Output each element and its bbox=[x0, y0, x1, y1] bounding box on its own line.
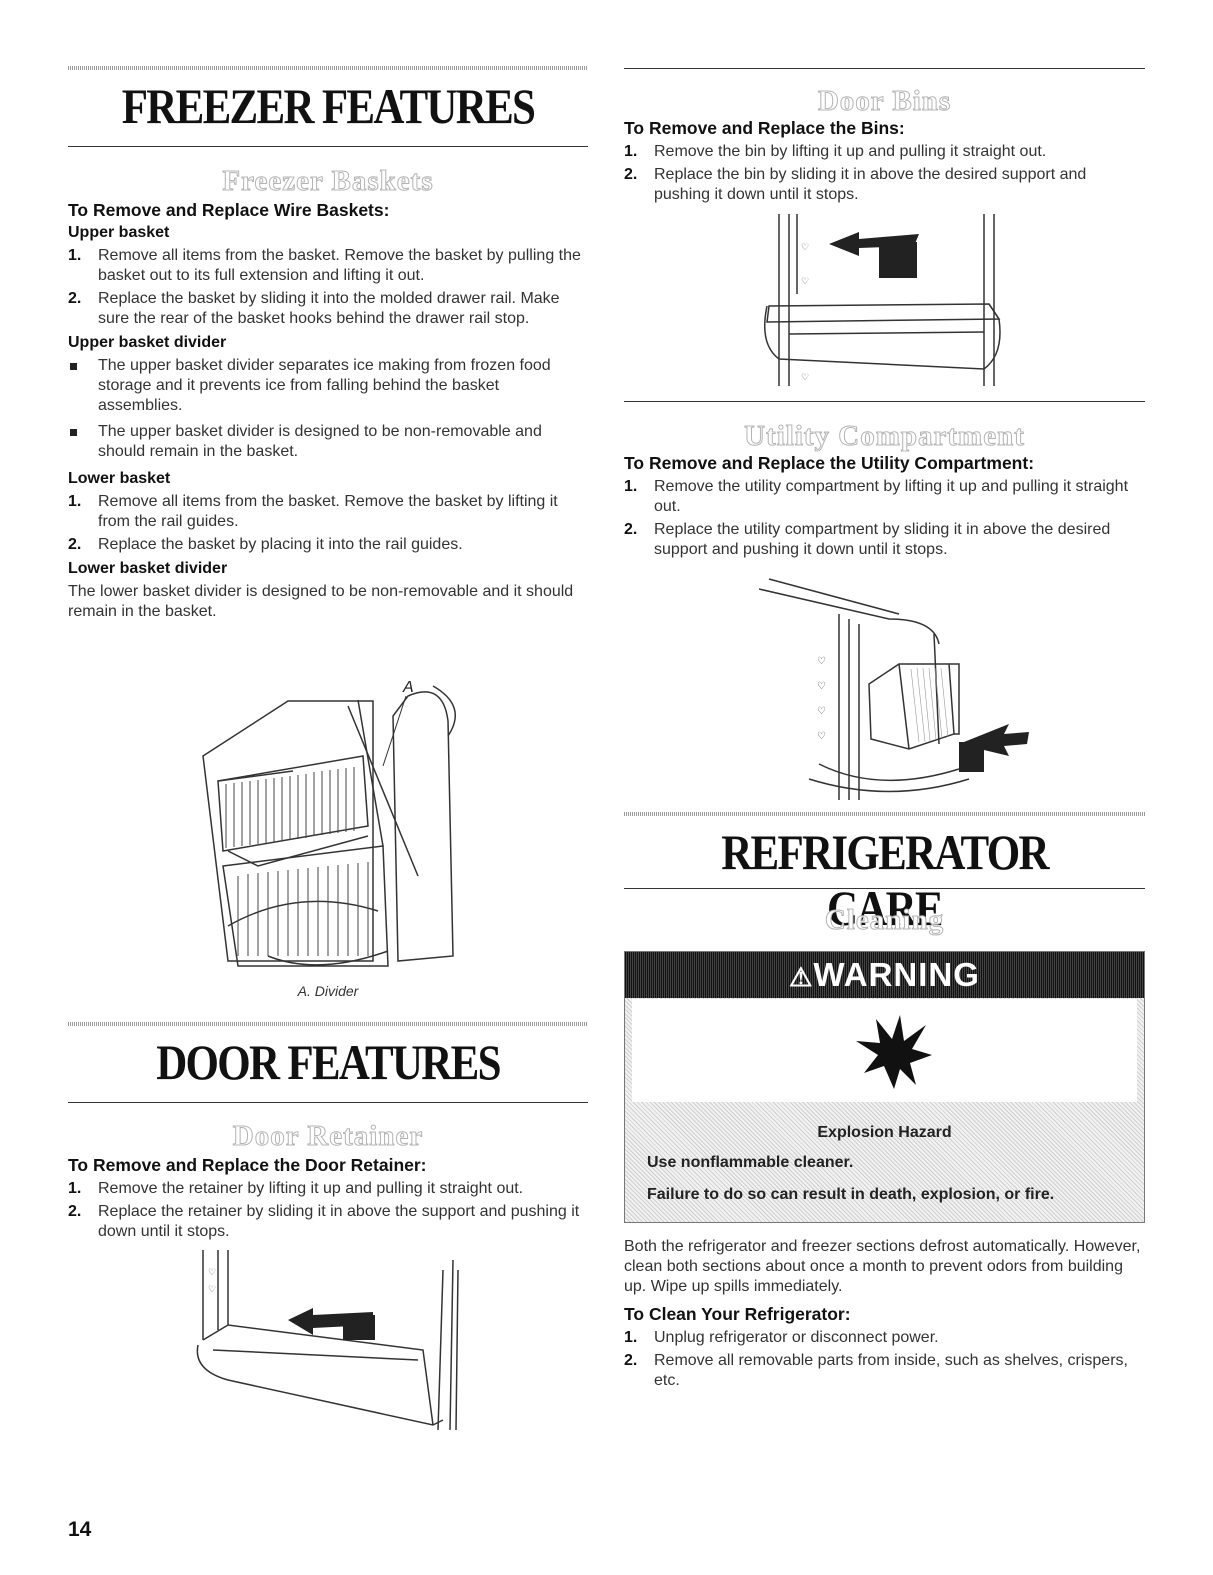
cleaning-subtitle: Cleaning bbox=[824, 904, 945, 937]
list-item: 2.Replace the basket by placing it into … bbox=[68, 536, 463, 553]
list-item: 2.Remove all removable parts from inside… bbox=[624, 1352, 1128, 1389]
clean-steps: 1.Unplug refrigerator or disconnect powe… bbox=[624, 1328, 1145, 1391]
wire-baskets-heading: To Remove and Replace Wire Baskets: bbox=[68, 200, 390, 220]
list-item: 1.Remove all items from the basket. Remo… bbox=[68, 493, 558, 530]
warning-line-2: Failure to do so can result in death, ex… bbox=[647, 1186, 1055, 1203]
svg-text:♡: ♡ bbox=[817, 656, 826, 667]
door-retainer-illustration: ♡ ♡ bbox=[196, 1250, 459, 1431]
door-bins-content: To Remove and Replace the Bins: 1.Remove… bbox=[624, 117, 1145, 208]
door-retainer-heading: To Remove and Replace the Door Retainer: bbox=[68, 1155, 427, 1175]
door-bin-illustration: ♡ ♡ ♡ bbox=[764, 214, 1001, 386]
warning-icon-area bbox=[632, 999, 1137, 1102]
freezer-baskets-subtitle: Freezer Baskets bbox=[222, 165, 434, 198]
list-item: 1.Unplug refrigerator or disconnect powe… bbox=[624, 1329, 939, 1346]
svg-text:♡: ♡ bbox=[801, 242, 809, 252]
section-rule bbox=[624, 888, 1145, 889]
warning-title: ⚠WARNING bbox=[789, 956, 980, 993]
warning-line-1: Use nonflammable cleaner. bbox=[647, 1154, 854, 1171]
upper-divider-bullets: The upper basket divider separates ice m… bbox=[68, 356, 588, 462]
list-item: 1.Remove the retainer by lifting it up a… bbox=[68, 1180, 524, 1197]
door-retainer-steps: 1.Remove the retainer by lifting it up a… bbox=[68, 1179, 588, 1242]
svg-text:♡: ♡ bbox=[817, 681, 826, 692]
list-item: 2.Replace the basket by sliding it into … bbox=[68, 290, 560, 327]
warning-box: ⚠WARNING Explosion Hazard Use nonflammab… bbox=[624, 951, 1145, 1223]
arrow-icon bbox=[288, 1308, 373, 1335]
dotted-divider bbox=[68, 1022, 588, 1026]
list-item: 2.Replace the retainer by sliding it in … bbox=[68, 1203, 580, 1240]
callout-a: A bbox=[402, 679, 414, 696]
freezer-basket-illustration: A bbox=[202, 679, 456, 967]
upper-basket-label: Upper basket bbox=[68, 224, 170, 241]
section-rule bbox=[624, 68, 1145, 69]
arrow-icon bbox=[829, 232, 919, 256]
list-item: The upper basket divider separates ice m… bbox=[68, 356, 588, 416]
door-bins-subtitle: Door Bins bbox=[817, 85, 952, 118]
door-features-title: DOOR FEATURES bbox=[156, 1034, 501, 1090]
freezer-features-title: FREEZER FEATURES bbox=[121, 78, 536, 134]
cleaning-body: Both the refrigerator and freezer sectio… bbox=[624, 1238, 1141, 1295]
warning-triangle-icon: ⚠ bbox=[789, 962, 814, 992]
door-retainer-content: To Remove and Replace the Door Retainer:… bbox=[68, 1154, 588, 1245]
warning-header: ⚠WARNING bbox=[625, 952, 1144, 998]
upper-basket-steps: 1.Remove all items from the basket. Remo… bbox=[68, 246, 588, 329]
door-retainer-subtitle: Door Retainer bbox=[232, 1120, 424, 1153]
list-item: 2.Replace the bin by sliding it in above… bbox=[624, 166, 1087, 203]
svg-text:♡: ♡ bbox=[208, 1267, 216, 1277]
lower-divider-label: Lower basket divider bbox=[68, 560, 228, 577]
page-number: 14 bbox=[68, 1518, 92, 1541]
dotted-divider bbox=[68, 66, 588, 70]
list-item: 1.Remove all items from the basket. Remo… bbox=[68, 247, 581, 284]
list-item: The upper basket divider is designed to … bbox=[68, 422, 588, 462]
list-item: 1.Remove the bin by lifting it up and pu… bbox=[624, 143, 1047, 160]
door-bins-heading: To Remove and Replace the Bins: bbox=[624, 118, 905, 138]
utility-compartment-subtitle: Utility Compartment bbox=[744, 420, 1025, 453]
lower-divider-text: The lower basket divider is designed to … bbox=[68, 583, 574, 620]
hazard-label: Explosion Hazard bbox=[817, 1124, 952, 1141]
upper-divider-label: Upper basket divider bbox=[68, 334, 227, 351]
section-rule bbox=[68, 1102, 588, 1103]
dotted-divider bbox=[624, 812, 1145, 816]
svg-text:♡: ♡ bbox=[801, 372, 809, 382]
utility-compartment-content: To Remove and Replace the Utility Compar… bbox=[624, 452, 1145, 563]
list-item: 2.Replace the utility compartment by sli… bbox=[624, 521, 1111, 558]
door-bins-steps: 1.Remove the bin by lifting it up and pu… bbox=[624, 142, 1145, 205]
utility-compartment-steps: 1.Remove the utility compartment by lift… bbox=[624, 477, 1145, 560]
lower-basket-label: Lower basket bbox=[68, 470, 171, 487]
list-item: 1.Remove the utility compartment by lift… bbox=[624, 478, 1129, 515]
lower-basket-steps: 1.Remove all items from the basket. Remo… bbox=[68, 492, 588, 555]
cleaning-content: Both the refrigerator and freezer sectio… bbox=[624, 1237, 1145, 1394]
figure-caption: A. Divider bbox=[297, 983, 359, 999]
clean-heading: To Clean Your Refrigerator: bbox=[624, 1304, 851, 1324]
freezer-baskets-content: To Remove and Replace Wire Baskets: Uppe… bbox=[68, 199, 588, 622]
utility-compartment-heading: To Remove and Replace the Utility Compar… bbox=[624, 453, 1035, 473]
section-rule bbox=[624, 401, 1145, 402]
svg-text:♡: ♡ bbox=[817, 706, 826, 717]
section-rule bbox=[68, 146, 588, 147]
svg-text:♡: ♡ bbox=[208, 1284, 216, 1294]
explosion-icon bbox=[856, 1015, 932, 1089]
svg-text:♡: ♡ bbox=[801, 276, 809, 286]
utility-compartment-illustration: ♡ ♡ ♡ ♡ bbox=[759, 578, 1029, 800]
svg-text:♡: ♡ bbox=[817, 731, 826, 742]
refrigerator-care-title: REFRIGERATOR CARE bbox=[721, 824, 1049, 936]
